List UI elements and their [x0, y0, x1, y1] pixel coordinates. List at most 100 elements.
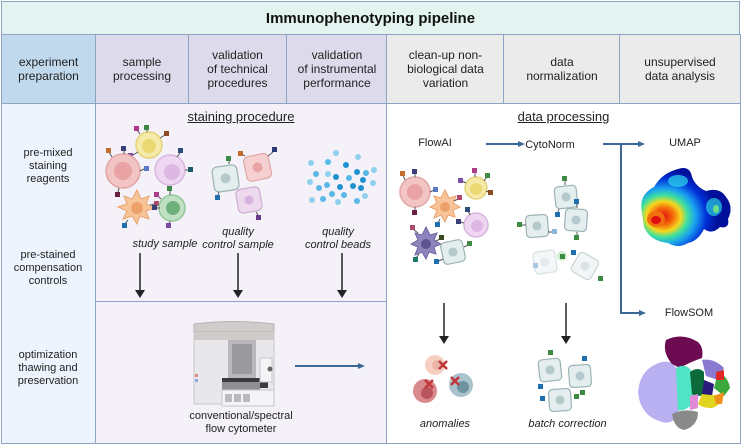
cell-dendritic-icon [116, 188, 159, 228]
text-line: clean-up non- [408, 48, 483, 62]
bead-icon [309, 197, 315, 203]
text-line: staining [29, 160, 67, 172]
batch-correction-illustration [537, 350, 593, 413]
cell-square-icon [563, 207, 589, 233]
text-line: normalization [526, 69, 598, 83]
bead-icon [324, 182, 330, 188]
cell-square-icon [537, 357, 563, 383]
arrow-cytonorm-to-batch-icon [561, 303, 571, 344]
bead-icon [316, 185, 322, 191]
cell-square-icon [553, 184, 579, 210]
text-line: optimization [18, 349, 78, 361]
arrow-flowai-to-cytonorm-icon [486, 141, 525, 147]
flowai-label: FlowAI [418, 137, 452, 149]
text-line: controls [28, 275, 68, 287]
text-line: preparation [18, 69, 79, 83]
bead-icon [333, 150, 339, 156]
text-line: of technical [207, 62, 268, 76]
cell-pink-icon [105, 146, 149, 197]
text-line: preservation [17, 375, 79, 387]
faded-cell-square-icon [570, 251, 600, 281]
arrow-cytometer-to-processing-icon [295, 363, 365, 369]
anomaly-cluster-red-icon [413, 379, 437, 403]
cell-square-gray-icon [440, 239, 466, 265]
cell-pink-icon [399, 169, 438, 215]
cytonorm-label: CytoNorm [525, 139, 575, 151]
qc-beads-illustration [307, 150, 377, 205]
text-line: thawing and [18, 362, 78, 374]
anomaly-cluster-peach-icon [425, 355, 448, 375]
text-line: sample [122, 55, 162, 69]
cell-square-icon [567, 363, 593, 389]
text-line: quality [322, 226, 354, 238]
bead-icon [363, 170, 369, 176]
arrow-flowai-to-anomalies-icon [439, 303, 449, 344]
text-line: unsupervised [644, 55, 716, 69]
bead-icon [343, 162, 349, 168]
bead-icon [313, 171, 319, 177]
text-line: quality [222, 226, 254, 238]
cell-square-gray-icon [211, 164, 240, 193]
umap-plot [641, 168, 731, 246]
bead-icon [333, 174, 339, 180]
qc-sample-illustration [211, 147, 277, 220]
flowsom-plot [638, 336, 730, 430]
bead-icon [307, 179, 313, 185]
bead-icon [325, 159, 331, 165]
cell-lilac-icon [154, 148, 193, 186]
staining-title: staining procedure [187, 109, 295, 124]
text-line: control sample [202, 239, 274, 251]
text-line: study sample [132, 238, 198, 250]
data-processing-title: data processing [517, 109, 610, 124]
text-line: validation [212, 48, 263, 62]
text-line: of instrumental [297, 62, 377, 76]
cytonorm-cells-illustration [517, 176, 603, 281]
study-sample-illustration [105, 125, 193, 228]
pipeline-title: Immunophenotyping pipeline [1, 1, 740, 35]
text-line: reagents [26, 173, 70, 185]
umap-label: UMAP [669, 137, 701, 149]
bead-icon [355, 154, 361, 160]
cell-yellow-icon [128, 125, 169, 159]
bead-icon [362, 193, 368, 199]
text-line: processing [112, 69, 172, 83]
flowsom-label: FlowSOM [664, 307, 714, 319]
text-line: performance [303, 76, 371, 90]
bead-icon [350, 183, 356, 189]
bead-icon [337, 184, 343, 190]
text-line: variation [422, 76, 469, 90]
flowai-cells-illustration [399, 168, 493, 265]
text-line: data analysis [644, 69, 716, 83]
bead-icon [335, 199, 341, 205]
cell-square-lilac-icon [235, 186, 263, 214]
cell-green-icon [152, 186, 186, 228]
text-line: data [550, 55, 574, 69]
arrow-study-to-cytometer-icon [135, 253, 145, 298]
bead-icon [341, 192, 347, 198]
flow-cytometer-icon [193, 321, 275, 407]
anomalies-illustration [413, 355, 473, 403]
text-line: biological data [407, 62, 484, 76]
study-sample-label: study sample [95, 238, 235, 251]
text-line: experiment [18, 55, 79, 69]
cell-yellow-icon [458, 168, 493, 200]
cell-square-pink-icon [243, 152, 273, 182]
text-line: flow cytometer [205, 423, 277, 435]
bead-icon [320, 196, 326, 202]
arrow-beads-to-cytometer-icon [337, 253, 347, 298]
bead-icon [358, 185, 364, 191]
anomalies-label: anomalies [419, 418, 471, 430]
text-line: validation [311, 48, 363, 62]
